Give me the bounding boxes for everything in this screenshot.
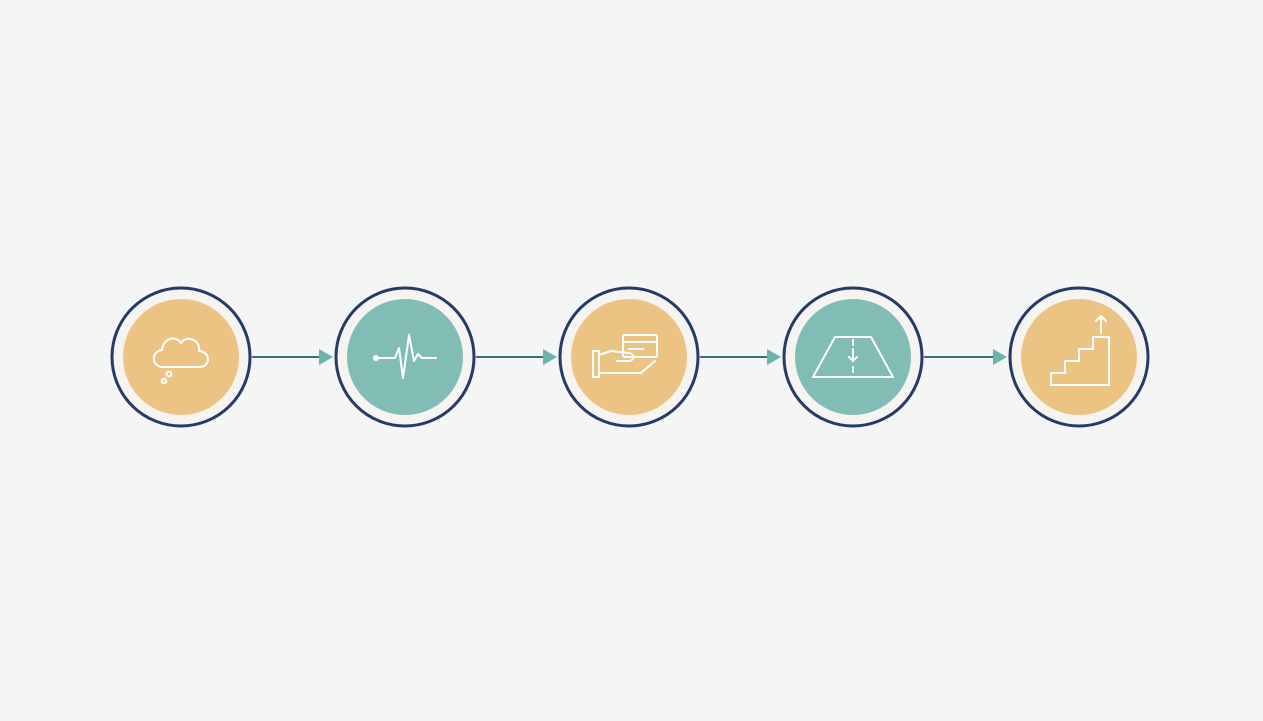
process-steps [110,286,1150,428]
process-step [782,286,924,428]
connector-arrow [476,349,557,365]
hand-receiving-card-icon [592,334,658,378]
road-ahead-icon [812,336,894,378]
connector-arrow [252,349,333,365]
connector-arrow [700,349,781,365]
arrowhead [543,349,557,365]
heartbeat-pulse-icon [373,334,437,379]
thought-cloud-icon [152,337,209,385]
connectors [252,349,1007,365]
arrowhead [319,349,333,365]
process-step [334,286,476,428]
connector-arrow [924,349,1007,365]
arrowhead [767,349,781,365]
stairs-up-icon [1050,315,1110,386]
process-step [110,286,252,428]
arrowhead [993,349,1007,365]
process-step [558,286,700,428]
process-step [1008,286,1150,428]
step-fill [123,299,239,415]
